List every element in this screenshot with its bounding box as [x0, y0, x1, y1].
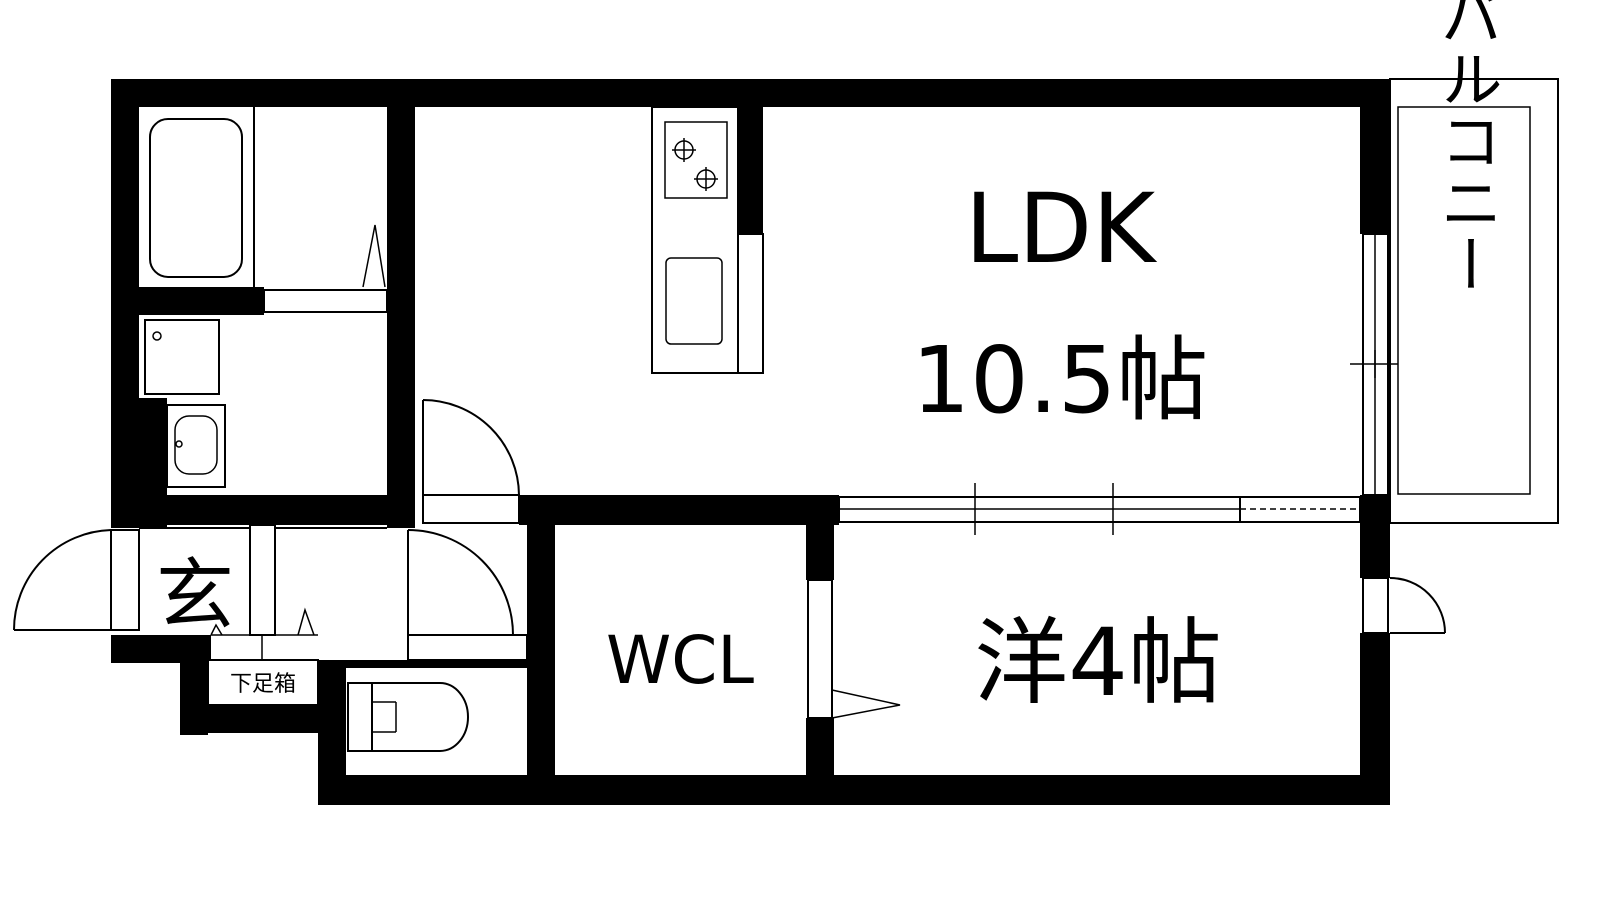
toilet-icon	[347, 682, 469, 752]
washing-machine-icon	[144, 319, 220, 395]
western-room-door	[807, 579, 901, 719]
toilet-room	[347, 682, 469, 752]
kitchen	[651, 106, 764, 374]
western-room-label: 洋4帖	[974, 609, 1222, 718]
walk-in-closet-label: WCL	[606, 622, 754, 699]
ldk-size-label: 10.5帖	[912, 327, 1209, 434]
balcony	[1389, 78, 1559, 524]
entrance-area	[13, 524, 387, 706]
ldk-window	[1350, 233, 1398, 496]
stove-burner-icon	[672, 138, 718, 191]
ldk-name-label: LDK	[965, 173, 1157, 285]
western-room-window	[1362, 577, 1446, 634]
kitchen-sink-icon	[665, 257, 723, 345]
hall-door	[407, 529, 528, 661]
bathtub-icon	[149, 118, 243, 278]
bathroom	[149, 107, 388, 313]
washroom	[144, 319, 226, 488]
entrance-label: 玄	[156, 551, 234, 641]
balcony-label: バルコニー	[1430, 0, 1503, 295]
washroom-door	[422, 399, 520, 524]
sliding-doors	[838, 483, 1361, 535]
walls	[111, 79, 1390, 805]
shoe-box	[207, 659, 319, 706]
room-labels: LDK 10.5帖 洋4帖 WCL 玄 下足箱 バルコニー	[156, 0, 1503, 718]
shoe-box-label: 下足箱	[230, 672, 296, 697]
